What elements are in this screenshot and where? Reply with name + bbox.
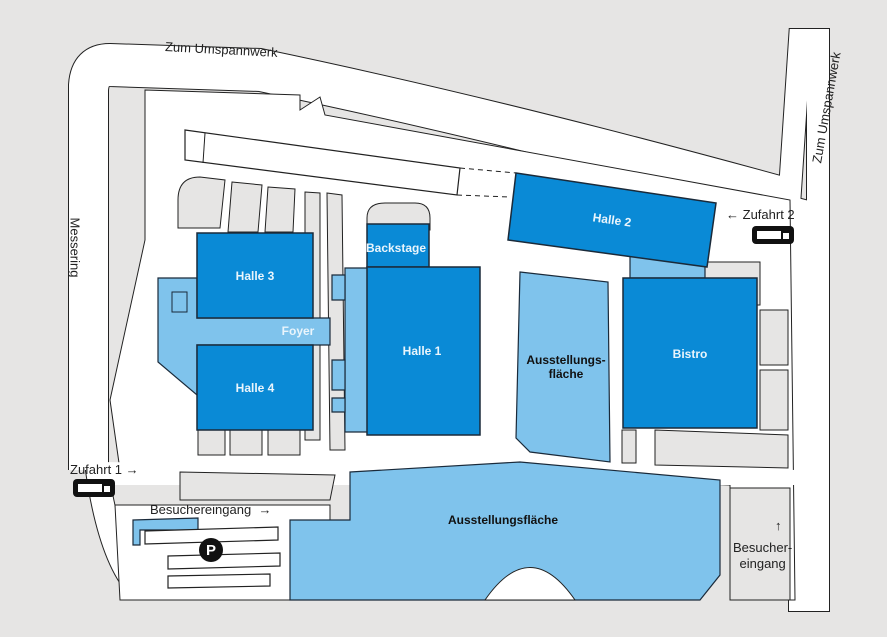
arrow-right-icon: → — [125, 462, 139, 477]
halle2-shape — [507, 172, 717, 268]
zufahrt1-label: Zufahrt 1 → — [70, 462, 139, 477]
parking-rows — [144, 526, 281, 589]
bistro-label: Bistro — [672, 347, 708, 361]
halle4-label: Halle 4 — [235, 381, 275, 395]
parking-icon — [199, 538, 223, 562]
halle3-shape — [196, 232, 314, 319]
arrow-left-icon: ← — [726, 207, 739, 222]
foyer-label: Foyer — [281, 324, 315, 338]
arrow-up-icon: ↑ — [775, 518, 782, 533]
exhibition-bottom-label: Ausstellungsfläche — [447, 513, 559, 527]
svg-text:P: P — [206, 542, 216, 559]
truck-icon — [752, 226, 794, 244]
halle4-shape — [196, 344, 314, 431]
halle1-shape — [366, 266, 481, 436]
halle3-label: Halle 3 — [235, 269, 275, 283]
backstage-label: Backstage — [365, 241, 427, 255]
halle1-label: Halle 1 — [402, 344, 442, 358]
exhibition-bottom — [289, 461, 721, 601]
road-label-left: Messering — [67, 217, 83, 278]
stage-semicircle — [484, 567, 576, 601]
besuchereingang-right-label: Besucher- eingang — [733, 540, 793, 571]
arrow-right-icon: → — [258, 502, 272, 517]
exhibition-mid-label: Ausstellungs- fläche — [526, 353, 606, 381]
exhibition-mid — [515, 271, 611, 463]
bistro-shape — [622, 277, 758, 429]
truck-icon — [73, 479, 115, 497]
zufahrt2-label: ← Zufahrt 2 — [726, 207, 795, 222]
besuchereingang-left-label: Besuchereingang → — [150, 502, 272, 517]
